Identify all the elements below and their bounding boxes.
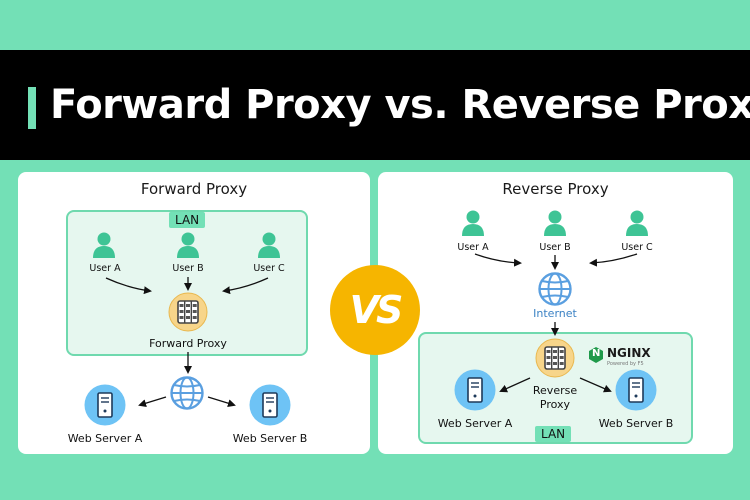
reverse-user-a-label: User A [457, 242, 489, 253]
web-server-icon [454, 369, 496, 411]
forward-web-server-b-label: Web Server B [232, 432, 308, 445]
user-icon [258, 232, 280, 258]
reverse-proxy-title: Reverse Proxy [502, 180, 609, 198]
reverse-user-b-label: User B [539, 242, 571, 253]
reverse-lan-tag: LAN [535, 426, 572, 442]
reverse-proxy-label-line2: Proxy [539, 398, 571, 411]
web-server-icon [249, 384, 291, 426]
globe-icon [170, 376, 204, 410]
title-accent-bar [28, 87, 36, 129]
reverse-web-server-b-label: Web Server B [598, 417, 674, 430]
forward-user-b-label: User B [172, 263, 204, 274]
forward-user-a-label: User A [89, 263, 121, 274]
nginx-subtext: Powered by F5 [607, 361, 644, 367]
forward-proxy-title: Forward Proxy [140, 180, 248, 198]
nginx-logo-icon: N [589, 347, 603, 363]
reverse-proxy-label-line1: Reverse [532, 384, 578, 397]
user-icon [544, 210, 566, 236]
user-icon [93, 232, 115, 258]
vs-label: VS [349, 288, 404, 332]
forward-proxy-label: Forward Proxy [149, 337, 227, 350]
forward-lan-tag: LAN [169, 212, 206, 228]
reverse-user-c-label: User C [621, 242, 653, 253]
page-title: Forward Proxy vs. Reverse Proxy [50, 82, 750, 128]
reverse-web-server-a-label: Web Server A [437, 417, 513, 430]
web-server-icon [84, 384, 126, 426]
web-server-icon [615, 369, 657, 411]
proxy-server-icon [535, 338, 575, 378]
proxy-server-icon [168, 292, 208, 332]
user-icon [177, 232, 199, 258]
user-icon [462, 210, 484, 236]
internet-label: Internet [533, 307, 577, 320]
nginx-name: NGINX [607, 346, 651, 360]
vs-badge: VS [330, 265, 420, 355]
forward-web-server-a-label: Web Server A [67, 432, 143, 445]
user-icon [626, 210, 648, 236]
header-banner: Forward Proxy vs. Reverse Proxy [0, 50, 750, 160]
globe-icon [538, 272, 572, 306]
forward-user-c-label: User C [253, 263, 285, 274]
